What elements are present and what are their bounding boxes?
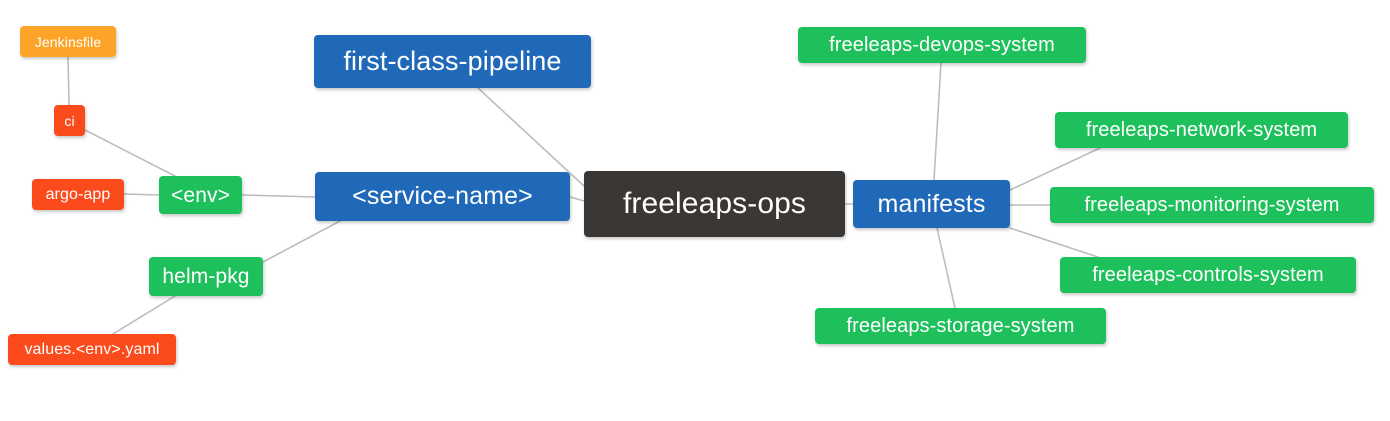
mindmap-node-env[interactable]: <env> <box>159 176 242 214</box>
mindmap-node-freeleaps-monitoring-system[interactable]: freeleaps-monitoring-system <box>1050 187 1374 223</box>
mindmap-node-argo-app[interactable]: argo-app <box>32 179 124 210</box>
edge-env-to-ci <box>84 129 176 177</box>
mindmap-node-values-env-yaml[interactable]: values.<env>.yaml <box>8 334 176 365</box>
edge-freeleaps-ops-to-service-name <box>569 196 585 202</box>
mindmap-node-freeleaps-devops-system[interactable]: freeleaps-devops-system <box>798 27 1086 63</box>
edge-service-name-to-helm-pkg <box>262 220 341 263</box>
edge-ci-to-jenkinsfile <box>67 56 70 106</box>
mindmap-node-helm-pkg[interactable]: helm-pkg <box>149 257 263 296</box>
mindmap-node-jenkinsfile[interactable]: Jenkinsfile <box>20 26 116 57</box>
mindmap-node-first-class-pipeline[interactable]: first-class-pipeline <box>314 35 591 88</box>
mindmap-node-freeleaps-ops[interactable]: freeleaps-ops <box>584 171 845 237</box>
mindmap-node-service-name[interactable]: <service-name> <box>315 172 570 221</box>
edge-manifests-to-freeleaps-network-system <box>1009 147 1101 191</box>
edge-manifests-to-freeleaps-controls-system <box>1009 227 1099 258</box>
edge-manifests-to-freeleaps-storage-system <box>936 227 956 309</box>
edge-manifests-to-freeleaps-devops-system <box>933 62 942 181</box>
edge-helm-pkg-to-values-env-yaml <box>112 295 176 335</box>
mindmap-node-ci[interactable]: ci <box>54 105 85 136</box>
mindmap-node-freeleaps-storage-system[interactable]: freeleaps-storage-system <box>815 308 1106 344</box>
mindmap-node-freeleaps-controls-system[interactable]: freeleaps-controls-system <box>1060 257 1356 293</box>
edge-service-name-to-env <box>241 194 316 198</box>
mindmap-node-manifests[interactable]: manifests <box>853 180 1010 228</box>
edge-env-to-argo-app <box>123 193 160 196</box>
mindmap-node-freeleaps-network-system[interactable]: freeleaps-network-system <box>1055 112 1348 148</box>
